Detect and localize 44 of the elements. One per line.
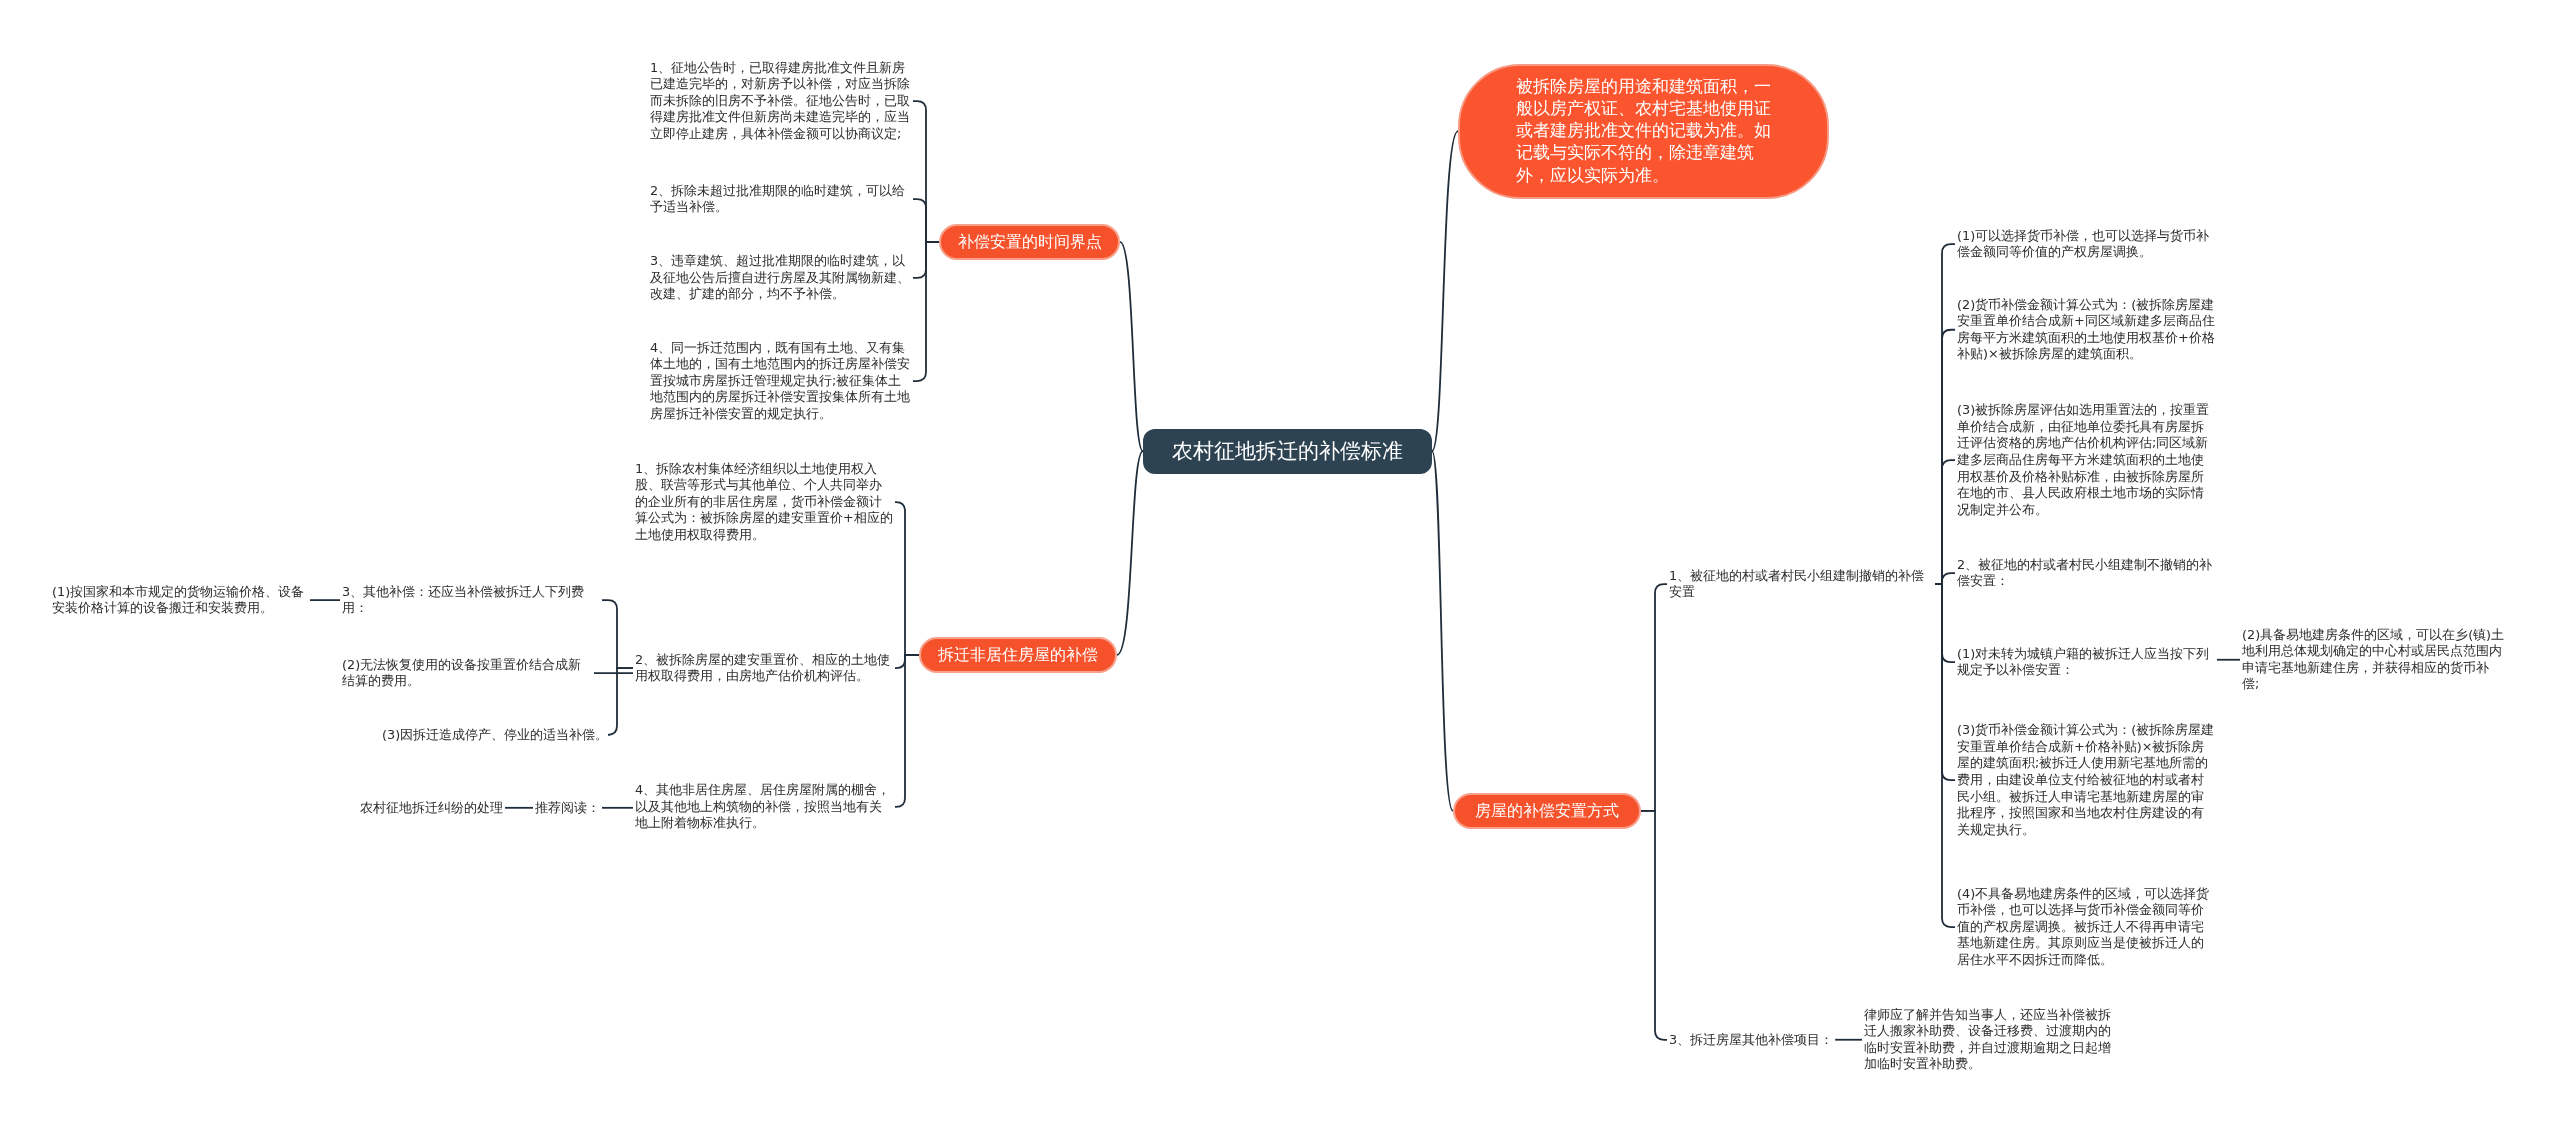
topic-text: (3)因拆迁造成停产、停业的适当补偿。 bbox=[380, 725, 611, 745]
topic-text: 1、征地公告时，已取得建房批准文件且新房已建造完毕的，对新房予以补偿，对应当拆除而未拆除的旧房不予补偿。征地公告时，已取得建房批准文件但新房尚未建造完毕的，应当立即停止建房，具体补偿金额可以协商议定; bbox=[648, 58, 913, 144]
connector-line bbox=[912, 241, 940, 382]
topic-text: 3、其他补偿：还应当补偿被拆迁人下列费用： bbox=[340, 582, 602, 618]
connector-line bbox=[1431, 450, 1454, 812]
topic-text: 2、被拆除房屋的建安重置价、相应的土地使用权取得费用，由房地产估价机构评估。 bbox=[633, 650, 895, 686]
connector-line bbox=[504, 806, 534, 809]
connector-line bbox=[1834, 1038, 1863, 1041]
topic-text: 2、被征地的村或者村民小组建制不撤销的补偿安置： bbox=[1955, 555, 2217, 591]
topic-text: 1、被征地的村或者村民小组建制撤销的补偿安置 bbox=[1667, 566, 1935, 602]
topic-text: (1)可以选择货币补偿，也可以选择与货币补偿金额同等价值的产权房屋调换。 bbox=[1955, 226, 2217, 262]
topic-text: (3)货币补偿金额计算公式为：(被拆除房屋建安重置单价结合成新+价格补贴)×被拆除房屋的建筑面积;被拆迁人使用新宅基地所需的费用，由建设单位支付给被征地的村或者村民小组。被拆迁人申请宅基地新建房屋的审批程序，按照国家和当地农村住房建设的有关规定执行。 bbox=[1955, 721, 2217, 840]
topic-text: (1)按国家和本市规定的货物运输价格、设备安装价格计算的设备搬迁和安装费用。 bbox=[50, 582, 310, 618]
connector-line bbox=[601, 806, 634, 809]
connector-line bbox=[894, 654, 920, 808]
connector-line bbox=[1119, 241, 1144, 453]
branch-topic-pill: 补偿安置的时间界点 bbox=[939, 223, 1120, 261]
branch-topic-pill: 拆迁非居住房屋的补偿 bbox=[919, 636, 1117, 674]
topic-text: 4、其他非居住房屋、居住房屋附属的棚舍，以及其他地上构筑物的补偿，按照当地有关地上附着物标准执行。 bbox=[633, 781, 895, 833]
topic-text: 农村征地拆迁纠纷的处理 bbox=[358, 798, 505, 818]
topic-text: 1、拆除农村集体经济组织以土地使用权入股、联营等形式与其他单位、个人共同举办的企业所有的非居住房屋，货币补偿金额计算公式为：被拆除房屋的建安重置价+相应的土地使用权取得费用。 bbox=[633, 459, 895, 545]
connector-line bbox=[309, 599, 341, 602]
topic-text: 律师应了解并告知当事人，还应当补偿被拆迁人搬家补助费、设备迁移费、过渡期内的临时安置补助费，并自过渡期逾期之日起增加临时安置补助费。 bbox=[1862, 1005, 2124, 1074]
topic-text: (3)被拆除房屋评估如选用重置法的，按重置单价结合成新，由征地单位委托具有房屋拆迁评估资格的房地产估价机构评估;同区域新建多层商品住房每平方米建筑面积的土地使用权基价及价格补贴标准，由被拆除房屋所在地的市、县人民政府根土地市场的实际情况制定并公布。 bbox=[1955, 401, 2217, 520]
connector-line bbox=[607, 667, 634, 736]
topic-text: 3、违章建筑、超过批准期限的临时建筑，以及征地公告后擅自进行房屋及其附属物新建、改建、扩建的部分，均不予补偿。 bbox=[648, 252, 913, 304]
note-bubble: 被拆除房屋的用途和建筑面积，一般以房产权证、农村宅基地使用证或者建房批准文件的记载为准。如记载与实际不符的，除违章建筑外，应以实际为准。 bbox=[1458, 63, 1829, 199]
central-topic-box: 农村征地拆迁的补偿标准 bbox=[1143, 428, 1432, 474]
connector-line bbox=[1116, 450, 1144, 656]
connector-line bbox=[2216, 658, 2241, 661]
topic-text: (2)货币补偿金额计算公式为：(被拆除房屋建安重置单价结合成新+同区域新建多层商品住房每平方米建筑面积的土地使用权基价+价格补贴)×被拆除房屋的建筑面积。 bbox=[1955, 295, 2217, 364]
topic-text: (4)不具备易地建房条件的区域，可以选择货币补偿，也可以选择与货币补偿金额同等价值的产权房屋调换。被拆迁人不得再申请宅基地新建住房。其原则应当是使被拆迁人的居住水平不因拆迁而降低。 bbox=[1955, 884, 2217, 970]
connector-line bbox=[1640, 810, 1668, 1041]
topic-text: 3、拆迁房屋其他补偿项目： bbox=[1667, 1030, 1836, 1050]
connector-line bbox=[593, 672, 634, 675]
branch-topic-pill: 房屋的补偿安置方式 bbox=[1453, 792, 1641, 830]
topic-text: 4、同一拆迁范围内，既有国有土地、又有集体土地的，国有土地范围内的拆迁房屋补偿安置按城市房屋拆迁管理规定执行;被征集体土地范围内的房屋拆迁补偿安置按集体所有土地房屋拆迁补偿安置的规定执行。 bbox=[648, 338, 913, 424]
topic-text: (2)具备易地建房条件的区域，可以在乡(镇)土地利用总体规划确定的中心村或居民点范围内申请宅基地新建住房，并获得相应的货币补偿; bbox=[2240, 625, 2508, 694]
connector-line bbox=[1934, 583, 1956, 928]
topic-text: (2)无法恢复使用的设备按重置价结合成新结算的费用。 bbox=[340, 655, 594, 691]
connector-line bbox=[1431, 130, 1459, 453]
topic-text: 2、拆除未超过批准期限的临时建筑，可以给予适当补偿。 bbox=[648, 181, 913, 217]
topic-text: (1)对未转为城镇户籍的被拆迁人应当按下列规定予以补偿安置： bbox=[1955, 644, 2217, 680]
topic-text: 推荐阅读： bbox=[533, 798, 602, 818]
